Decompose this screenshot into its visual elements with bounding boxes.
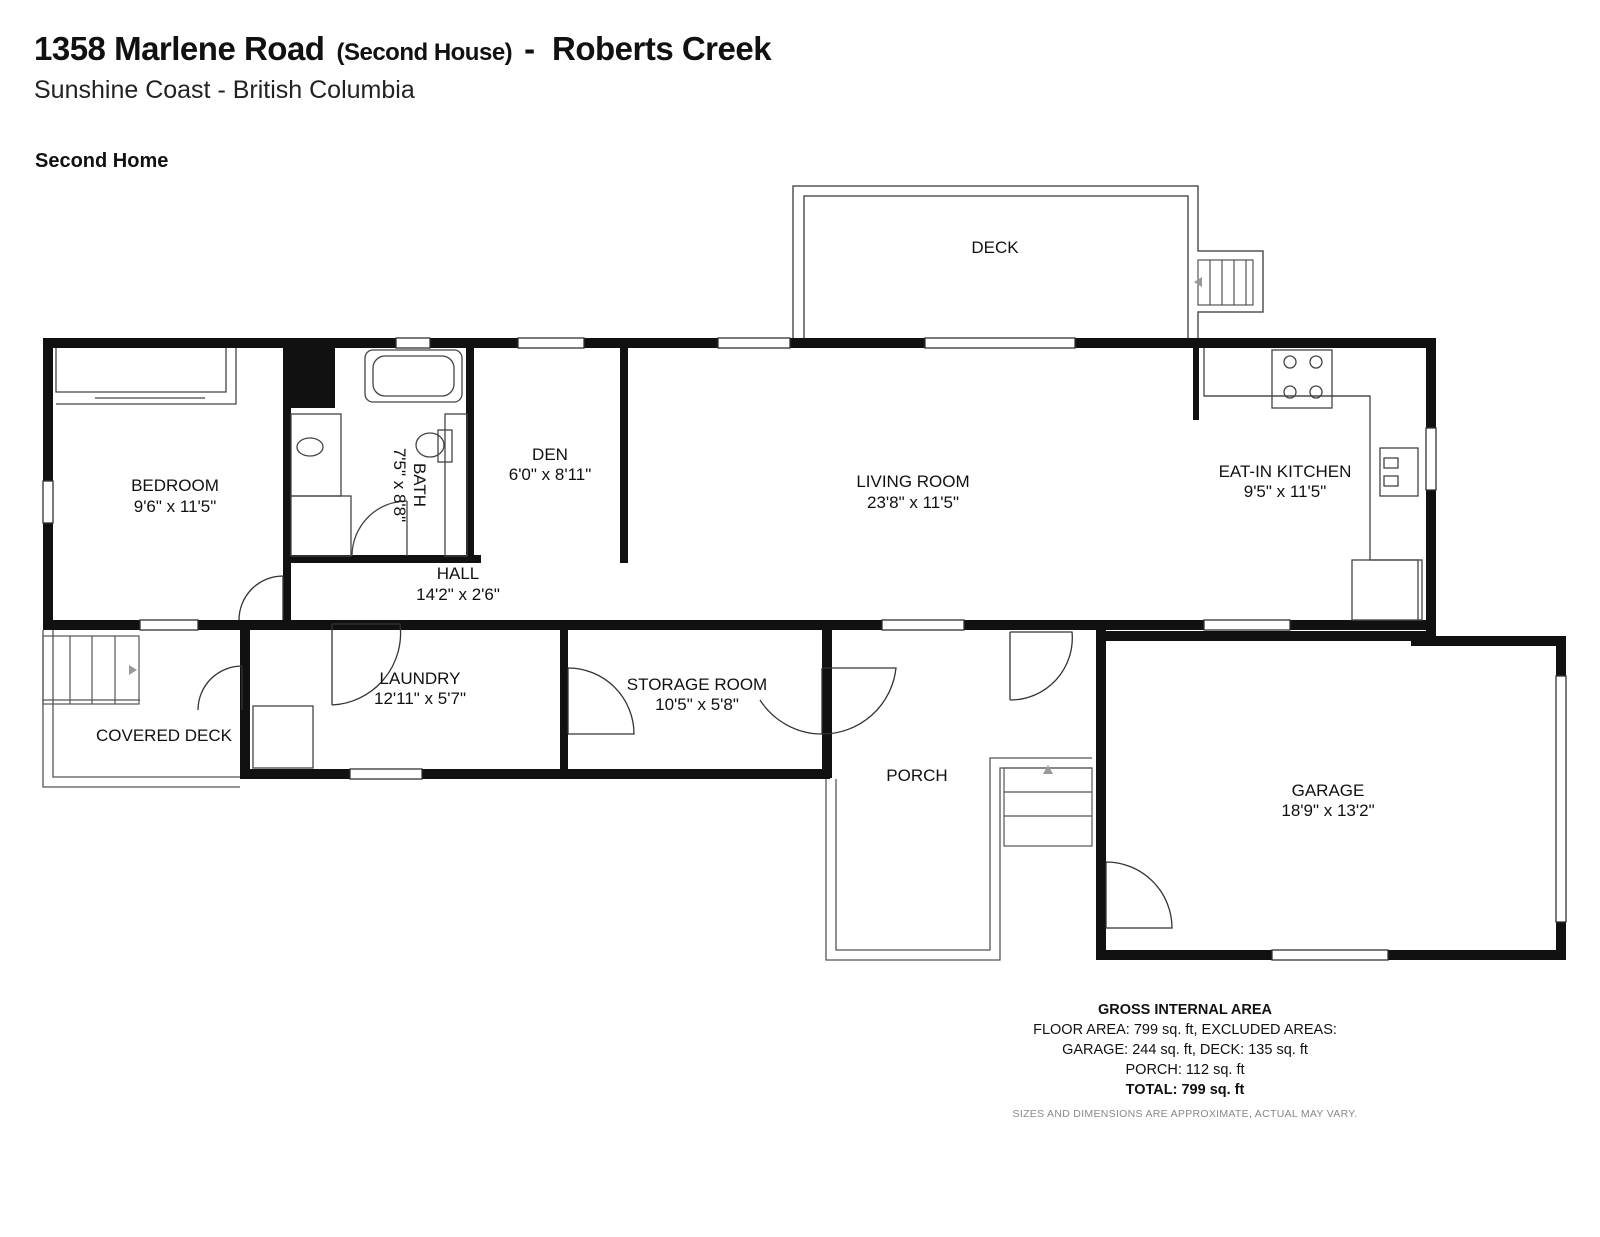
- region-subtitle: Sunshine Coast - British Columbia: [34, 76, 415, 104]
- windows: [42, 337, 1567, 961]
- fixtures: [55, 348, 1423, 769]
- area-total: TOTAL: 799 sq. ft: [1125, 1082, 1245, 1098]
- bedroom-size: 9'6" x 11'5": [134, 497, 217, 516]
- kitchen-label: EAT-IN KITCHEN: [1219, 462, 1352, 481]
- hall-label: HALL: [437, 564, 480, 583]
- area-line-floor: FLOOR AREA: 799 sq. ft, EXCLUDED AREAS:: [1033, 1022, 1337, 1038]
- deck-stairs: [1194, 259, 1254, 306]
- laundry-label: LAUNDRY: [380, 669, 461, 688]
- stairs: [42, 635, 1093, 847]
- page-title: 1358 Marlene Road (Second House)- Roberts…: [34, 30, 772, 68]
- gross-internal-area: GROSS INTERNAL AREA FLOOR AREA: 799 sq. …: [965, 1000, 1405, 1100]
- bath-size: 7'5" x 8'8": [390, 448, 409, 522]
- porch-label: PORCH: [886, 766, 947, 785]
- disclaimer: SIZES AND DIMENSIONS ARE APPROXIMATE, AC…: [1012, 1108, 1358, 1120]
- den-label: DEN: [532, 445, 568, 464]
- bath-label-group: BATH 7'5" x 8'8": [390, 448, 429, 522]
- kitchen-size: 9'5" x 11'5": [1244, 482, 1327, 501]
- room-labels: DECK BEDROOM 9'6" x 11'5" BATH 7'5" x 8'…: [96, 238, 1375, 820]
- title-separator: -: [524, 30, 535, 67]
- area-line-garage-deck: GARAGE: 244 sq. ft, DECK: 135 sq. ft: [1062, 1042, 1308, 1058]
- living-room-label: LIVING ROOM: [856, 472, 969, 491]
- community: Roberts Creek: [552, 30, 772, 67]
- den-size: 6'0" x 8'11": [509, 465, 592, 484]
- area-title: GROSS INTERNAL AREA: [1097, 1002, 1272, 1018]
- laundry-size: 12'11" x 5'7": [374, 689, 466, 708]
- exterior-walls: [43, 338, 1566, 960]
- storage-room-size: 10'5" x 5'8": [655, 695, 739, 714]
- doors: [197, 575, 1173, 929]
- deck-outline: [792, 185, 1264, 340]
- interior-walls: [283, 338, 1199, 775]
- living-room-size: 23'8" x 11'5": [867, 493, 959, 512]
- bedroom-label: BEDROOM: [131, 476, 219, 495]
- covered-deck-label: COVERED DECK: [96, 726, 233, 745]
- storage-room-label: STORAGE ROOM: [627, 675, 767, 694]
- floor-title: Second Home: [35, 150, 169, 172]
- garage-size: 18'9" x 13'2": [1281, 801, 1374, 820]
- garage-label: GARAGE: [1292, 781, 1365, 800]
- address: 1358 Marlene Road: [34, 30, 325, 67]
- bath-label: BATH: [410, 463, 429, 507]
- hall-size: 14'2" x 2'6": [416, 585, 500, 604]
- deck-label: DECK: [971, 238, 1019, 257]
- house-tag: (Second House): [336, 39, 513, 66]
- area-line-porch: PORCH: 112 sq. ft: [1125, 1062, 1245, 1078]
